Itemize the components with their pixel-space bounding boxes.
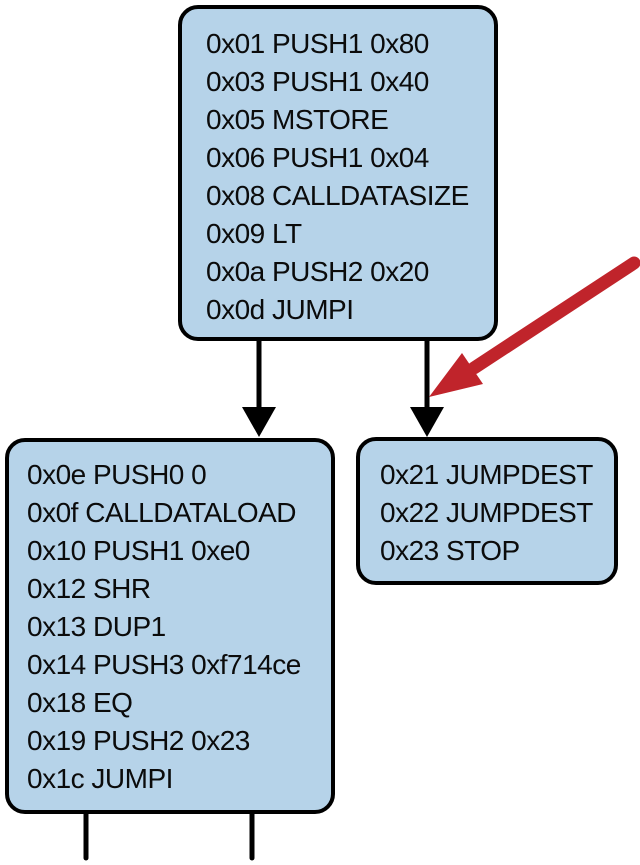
asm-line: 0x08 CALLDATASIZE (206, 180, 469, 211)
asm-line: 0x03 PUSH1 0x40 (206, 66, 429, 97)
basic-block-stop: 0x21 JUMPDEST 0x22 JUMPDEST 0x23 STOP (356, 437, 618, 585)
asm-line: 0x09 LT (206, 218, 302, 249)
asm-line: 0x05 MSTORE (206, 104, 389, 135)
asm-line: 0x14 PUSH3 0xf714ce (27, 649, 301, 680)
basic-block-entry: 0x01 PUSH1 0x80 0x03 PUSH1 0x40 0x05 MST… (178, 5, 498, 341)
asm-line: 0x06 PUSH1 0x04 (206, 142, 429, 173)
asm-line: 0x13 DUP1 (27, 611, 166, 642)
basic-block-dispatcher: 0x0e PUSH0 0 0x0f CALLDATALOAD 0x10 PUSH… (5, 438, 335, 814)
asm-line: 0x22 JUMPDEST (380, 497, 593, 528)
asm-line: 0x01 PUSH1 0x80 (206, 28, 429, 59)
asm-line: 0x21 JUMPDEST (380, 459, 593, 490)
asm-line: 0x19 PUSH2 0x23 (27, 725, 250, 756)
asm-line: 0x23 STOP (380, 535, 520, 566)
asm-line: 0x10 PUSH1 0xe0 (27, 535, 250, 566)
edge-arrow-right (410, 339, 444, 437)
edge-arrow-left (242, 339, 276, 437)
asm-line: 0x0f CALLDATALOAD (27, 497, 297, 528)
asm-line: 0x0d JUMPI (206, 294, 354, 325)
asm-line: 0x0a PUSH2 0x20 (206, 256, 429, 287)
asm-line: 0x0e PUSH0 0 (27, 459, 207, 490)
asm-line: 0x18 EQ (27, 687, 133, 718)
asm-line: 0x1c JUMPI (27, 763, 173, 794)
asm-line: 0x12 SHR (27, 573, 151, 604)
